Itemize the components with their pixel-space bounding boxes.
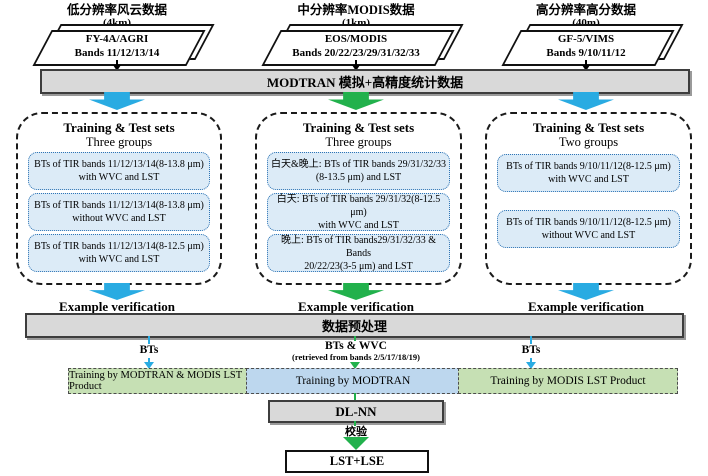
block-down-arrow-cyan-icon [558, 92, 614, 110]
cyan-dashed-connector [530, 336, 532, 344]
set-subtitle: Two groups [558, 135, 619, 149]
cyan-arrow-head-icon [144, 362, 154, 369]
dataset-item: 白天&晚上: BTs of TIR bands 29/31/32/33 (8-1… [267, 152, 450, 190]
sensor-name: FY-4A/AGRI [85, 33, 149, 45]
bts-flow-label: BTs [139, 344, 159, 356]
cyan-dashed-connector [148, 358, 150, 363]
training-test-sets-box-modis: Training & Test sets Three groups 白天&晚上:… [255, 112, 462, 285]
sensor-bands: Bands 11/12/13/14 [74, 47, 160, 59]
dlnn-box: DL-NN [268, 400, 444, 423]
set-subtitle: Three groups [85, 135, 153, 149]
dataset-item: 白天: BTs of TIR bands 29/31/32(8-12.5 μm)… [267, 193, 450, 231]
sensor-name: EOS/MODIS [324, 33, 388, 45]
green-arrow-head-icon [350, 362, 360, 369]
down-arrow-line-icon [116, 60, 118, 66]
training-test-sets-box-fy4a: Training & Test sets Three groups BTs of… [16, 112, 222, 285]
set-title: Training & Test sets [302, 120, 415, 135]
green-connector [354, 421, 356, 426]
block-down-arrow-cyan-icon [558, 283, 614, 300]
block-down-arrow-cyan-icon [89, 92, 145, 110]
example-verification-label: Example verification [59, 299, 175, 314]
example-verification-label: Example verification [528, 299, 644, 314]
down-arrow-line-icon [585, 60, 587, 66]
gf5-data-parallelogram: GF-5/VIMS Bands 9/10/11/12 [501, 24, 684, 66]
modtran-simulation-bar: MODTRAN 模拟+高精度统计数据 [40, 69, 690, 94]
set-title: Training & Test sets [63, 120, 175, 135]
green-dashed-connector [354, 336, 356, 341]
down-arrow-head-icon [582, 65, 590, 71]
cyan-arrow-head-icon [526, 362, 536, 369]
block-down-arrow-green-icon [328, 283, 384, 300]
bts-flow-label: BTs [521, 344, 541, 356]
bts-wvc-flow-sublabel: (retrieved from bands 2/5/17/18/19) [292, 352, 420, 362]
set-title: Training & Test sets [532, 120, 645, 135]
dataset-item: BTs of TIR bands 11/12/13/14(8-13.8 μm) … [28, 152, 210, 190]
column2-header-title: 中分辨率MODIS数据 [297, 3, 415, 17]
training-test-sets-box-gf5: Training & Test sets Two groups BTs of T… [485, 112, 692, 285]
block-down-arrow-green-icon [328, 92, 384, 110]
cyan-dashed-connector [530, 358, 532, 363]
dataset-item: 晚上: BTs of TIR bands29/31/32/33 & Bands … [267, 234, 450, 272]
green-dashed-connector [354, 393, 356, 400]
sensor-bands: Bands 9/10/11/12 [546, 47, 626, 59]
training-modtran-modis-lst-box: Training by MODTRAN & MODIS LST Product [68, 368, 248, 394]
dataset-item: BTs of TIR bands 9/10/11/12(8-12.5 μm) w… [497, 210, 680, 248]
training-modis-lst-box: Training by MODIS LST Product [458, 368, 678, 394]
sensor-bands: Bands 20/22/23/29/31/32/33 [292, 47, 420, 59]
column3-header-title: 高分辨率高分数据 [535, 3, 636, 17]
fy4a-data-parallelogram: FY-4A/AGRI Bands 11/12/13/14 [32, 24, 215, 66]
down-arrow-head-icon [113, 65, 121, 71]
data-preprocessing-bar: 数据预处理 [25, 313, 684, 338]
block-down-arrow-cyan-icon [89, 283, 145, 300]
bts-wvc-flow-label: BTs & WVC [325, 340, 387, 352]
sensor-name: GF-5/VIMS [557, 33, 615, 45]
down-arrow-line-icon [355, 60, 357, 66]
dataset-item: BTs of TIR bands 9/10/11/12(8-12.5 μm) w… [497, 154, 680, 192]
green-big-arrow-head-icon [343, 437, 369, 450]
set-subtitle: Three groups [325, 135, 392, 149]
modis-data-parallelogram: EOS/MODIS Bands 20/22/23/29/31/32/33 [261, 24, 464, 66]
dataset-item: BTs of TIR bands 11/12/13/14(8-12.5 μm) … [28, 234, 210, 272]
example-verification-label: Example verification [298, 299, 414, 314]
dataset-item: BTs of TIR bands 11/12/13/14(8-13.8 μm) … [28, 193, 210, 231]
lst-lse-output-box: LST+LSE [285, 450, 429, 473]
cyan-dashed-connector [148, 336, 150, 344]
column1-header-title: 低分辨率风云数据 [66, 3, 167, 17]
training-modtran-box: Training by MODTRAN [246, 368, 460, 394]
check-label: 校验 [345, 426, 367, 438]
down-arrow-head-icon [352, 65, 360, 71]
